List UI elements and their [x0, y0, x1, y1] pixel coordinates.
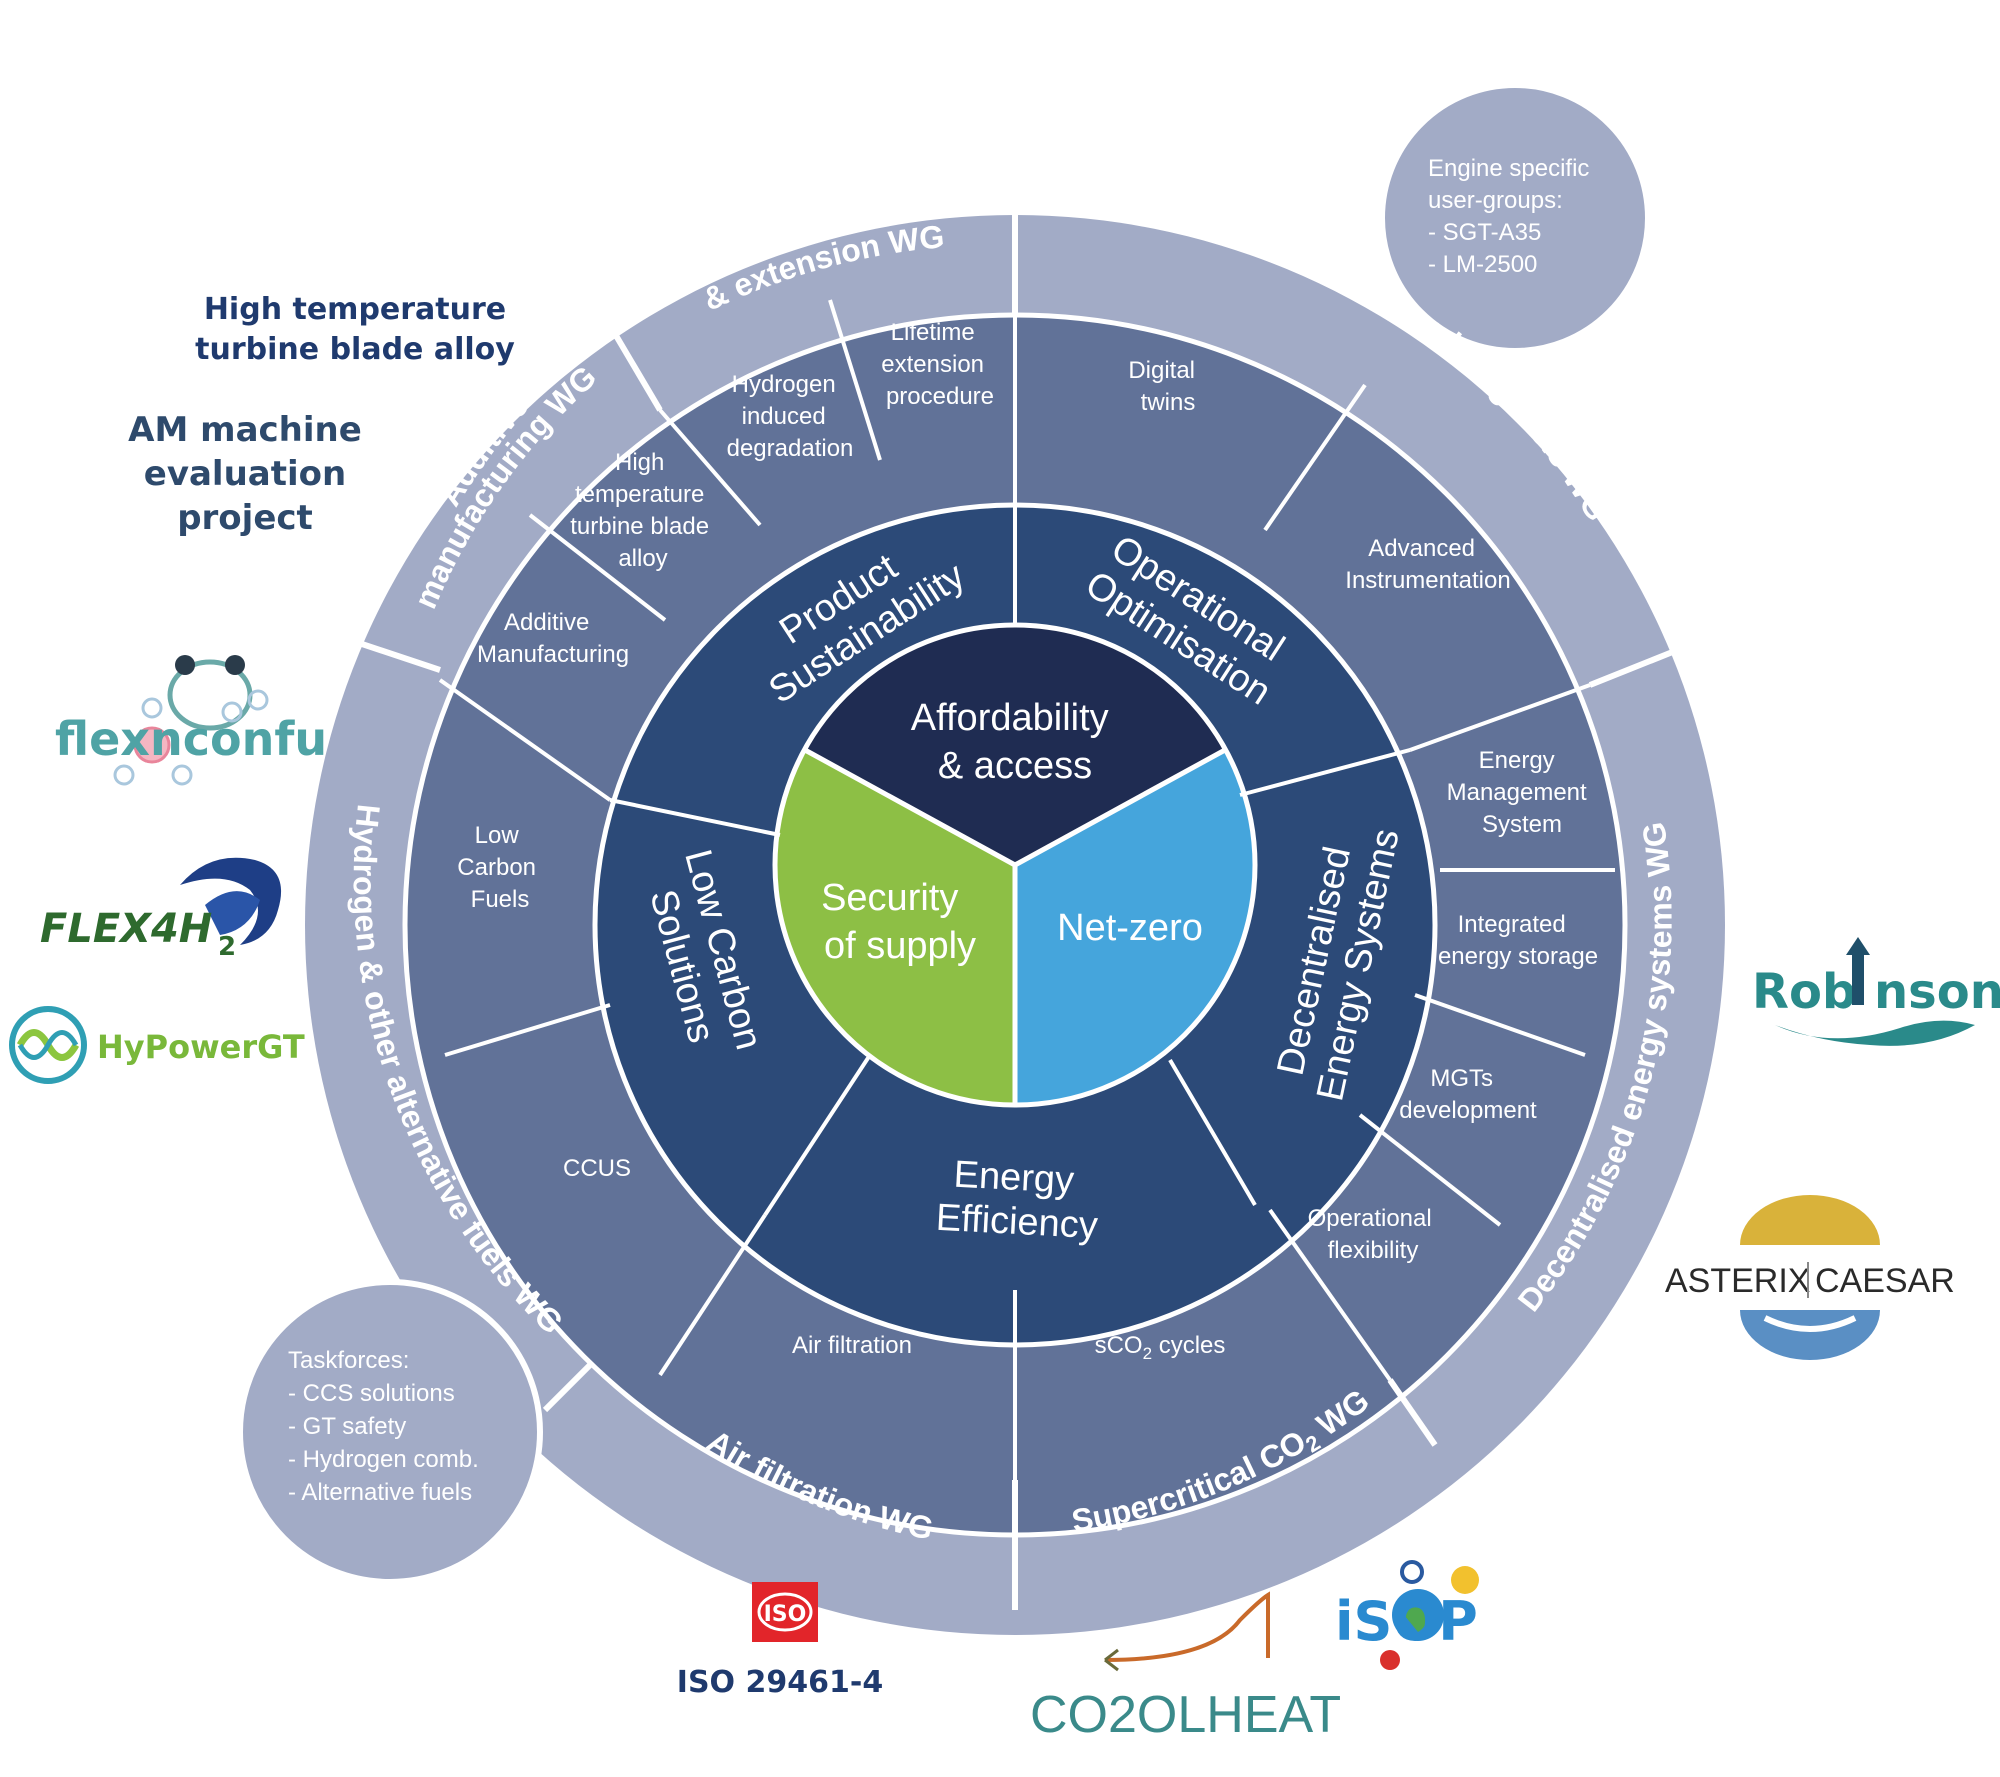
center-security-label: Security of supply — [821, 877, 976, 967]
svg-text:iSOP: iSOP — [1335, 1590, 1478, 1653]
center-netzero-label: Net-zero — [1057, 907, 1203, 949]
topic-air-filtration: Air filtration — [792, 1332, 912, 1359]
svg-text:FLEX4H: FLEX4H — [40, 906, 212, 952]
topic-dividers — [438, 298, 1615, 1480]
svg-text:flexnconfu: flexnconfu — [55, 712, 327, 766]
robinson-logo: Rob nson — [1752, 937, 2000, 1046]
asterix-caesar-logo: ASTERIX CAESAR — [1665, 1195, 1955, 1360]
topic-hydrogen-degradation: Hydrogen induced degradation — [727, 371, 854, 462]
topic-operational-flexibility: Operational flexibility — [1308, 1205, 1439, 1264]
svg-text:ISO 29461-4: ISO 29461-4 — [677, 1665, 883, 1700]
flex4h2-logo: FLEX4H 2 — [40, 857, 282, 962]
topic-energy-management-system: Energy Management System — [1447, 747, 1594, 838]
hypowergt-logo: HyPowerGT — [9, 1006, 305, 1084]
center-affordability-label: Affordability & access — [911, 697, 1119, 787]
pillar-energy-efficiency: Energy Efficiency — [935, 1153, 1101, 1247]
svg-text:nson: nson — [1874, 964, 2000, 1020]
center-netzero — [1015, 750, 1255, 1105]
svg-text:2: 2 — [218, 932, 236, 962]
flexnconfu-logo: flexnconfu — [55, 655, 327, 786]
svg-text:ISO: ISO — [764, 1602, 807, 1627]
topic-advanced-instrumentation: Advanced Instrumentation — [1345, 535, 1510, 594]
svg-text:HyPowerGT: HyPowerGT — [97, 1028, 305, 1066]
svg-text:CO2OLHEAT: CO2OLHEAT — [1030, 1686, 1341, 1744]
topic-sco2-cycles: sCO2 cycles — [1095, 1332, 1226, 1363]
iso-logo: ISO ISO 29461-4 — [677, 1582, 883, 1700]
topic-integrated-energy-storage: Integrated energy storage — [1438, 911, 1598, 970]
side-label-am-project: AM machine evaluation project — [128, 410, 362, 538]
co2olheat-logo: CO2OLHEAT — [1030, 1591, 1341, 1744]
topic-blade-alloy: High temperature turbine blade alloy — [570, 449, 715, 572]
topic-additive-manufacturing: Additive Manufacturing — [477, 609, 629, 668]
taskforces-bubble — [237, 1279, 543, 1585]
topic-lifetime-extension: Lifetime extension procedure — [881, 319, 994, 410]
taskforces-text: Taskforces: - CCS solutions - GT safety … — [288, 1347, 485, 1506]
side-label-blade-alloy: High temperature turbine blade alloy — [195, 292, 515, 367]
pillar-dividers — [609, 505, 1411, 1217]
topic-ccus: CCUS — [563, 1155, 631, 1182]
engine-user-group-bubble — [1379, 82, 1651, 354]
topic-digital-twins: Digital twins — [1128, 357, 1201, 416]
svg-text:CAESAR: CAESAR — [1815, 1262, 1955, 1300]
isop-logo: iSOP — [1335, 1560, 1479, 1670]
topic-mgts-development: MGTs development — [1399, 1065, 1537, 1124]
topic-low-carbon-fuels: Low Carbon Fuels — [457, 822, 542, 913]
center-security — [775, 750, 1015, 1105]
svg-text:ASTERIX: ASTERIX — [1665, 1262, 1810, 1300]
engine-user-group-text: Engine specific user-groups: - SGT-A35 -… — [1428, 155, 1596, 278]
svg-text:Rob: Rob — [1752, 964, 1856, 1020]
